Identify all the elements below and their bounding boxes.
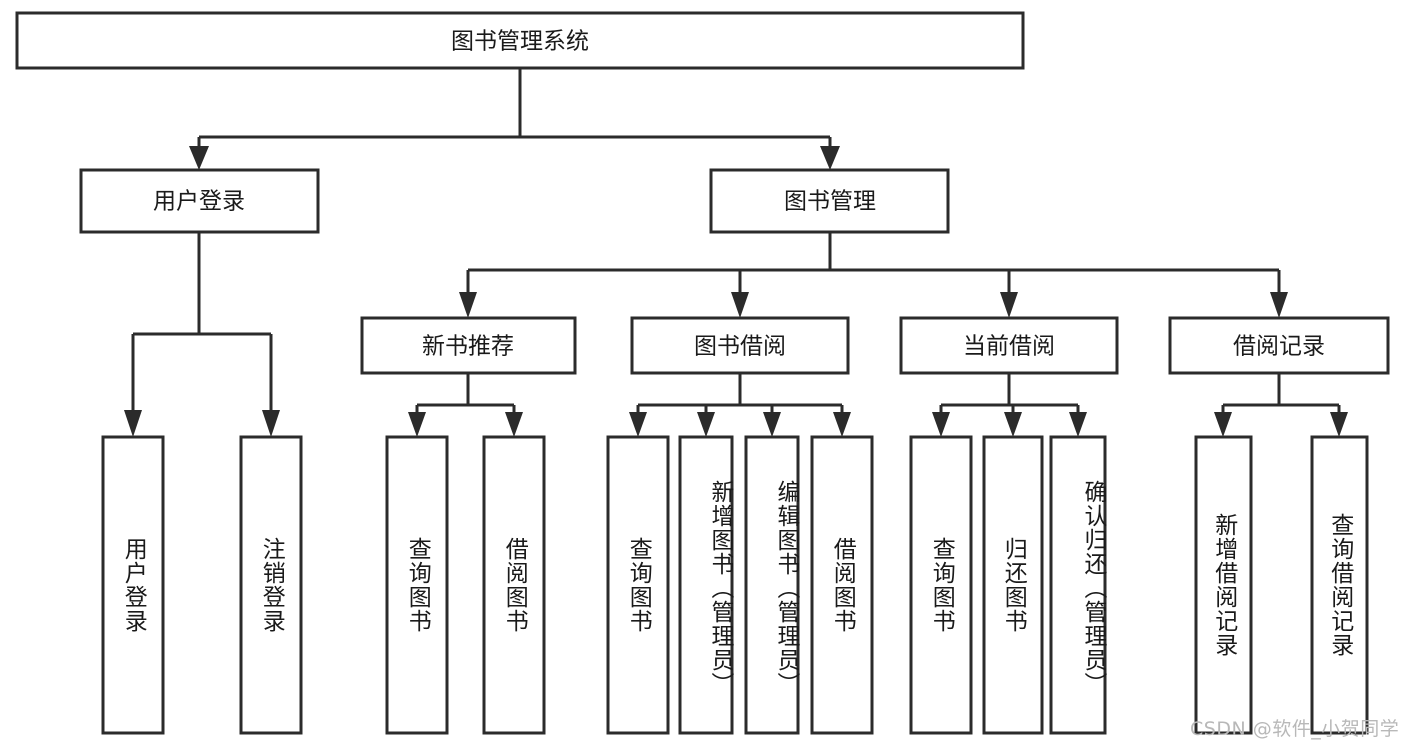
- node-leaf-add-book[interactable]: [678, 435, 734, 735]
- node-layer: 图书管理系统 用户登录 图书管理 新书推荐 图书借阅 当前借阅 借阅记录: [15, 11, 1390, 735]
- arrow-head-current-borrow: [1000, 292, 1018, 318]
- node-book-manage[interactable]: [709, 168, 950, 234]
- node-leaf-borrow-book-1[interactable]: [482, 435, 546, 735]
- arrow-head-leaf-add-record: [1214, 412, 1232, 437]
- node-borrow-record-label: 借阅记录: [1233, 334, 1325, 360]
- node-borrow-record[interactable]: [1168, 316, 1390, 375]
- node-user-login[interactable]: [79, 168, 320, 234]
- node-leaf-query-book-1[interactable]: [385, 435, 449, 735]
- arrow-head-leaf-borrow-book-1: [505, 412, 523, 437]
- node-leaf-edit-book[interactable]: [744, 435, 800, 735]
- arrow-head-leaf-user-login: [124, 410, 142, 437]
- node-leaf-return-book[interactable]: [982, 435, 1044, 735]
- node-leaf-borrow-book-2[interactable]: [810, 435, 874, 735]
- node-leaf-query-book-2[interactable]: [606, 435, 670, 735]
- node-book-manage-label: 图书管理: [784, 189, 876, 215]
- arrow-head-leaf-confirm-return: [1069, 412, 1087, 437]
- csdn-watermark: CSDN @软件_小贺同学: [1190, 718, 1400, 740]
- node-root[interactable]: [15, 11, 1025, 70]
- node-leaf-user-login[interactable]: [101, 435, 165, 735]
- arrow-head-leaf-borrow-book-2: [833, 412, 851, 437]
- node-current-borrow[interactable]: [899, 316, 1119, 375]
- arrow-head-leaf-query-book-2: [629, 412, 647, 437]
- arrow-head-book-borrow: [731, 292, 749, 318]
- arrow-head-book-manage: [820, 146, 840, 170]
- node-current-borrow-label: 当前借阅: [963, 334, 1055, 360]
- node-new-book-recommend-label: 新书推荐: [422, 334, 514, 360]
- arrow-head-leaf-logout: [262, 410, 280, 437]
- arrow-head-leaf-query-record: [1330, 412, 1348, 437]
- arrow-head-borrow-record: [1270, 292, 1288, 318]
- arrow-head-leaf-query-book-1: [408, 412, 426, 437]
- node-new-book-recommend[interactable]: [360, 316, 577, 375]
- node-book-borrow-label: 图书借阅: [694, 334, 786, 360]
- node-leaf-confirm-return[interactable]: [1049, 435, 1107, 735]
- node-user-login-label: 用户登录: [153, 189, 245, 215]
- arrow-head-leaf-return-book: [1004, 412, 1022, 437]
- arrow-head-leaf-add-book: [697, 412, 715, 437]
- node-leaf-query-book-3[interactable]: [909, 435, 973, 735]
- node-root-label: 图书管理系统: [451, 29, 589, 55]
- arrow-head-user-login: [189, 146, 209, 170]
- connector-layer: [124, 68, 1348, 437]
- node-leaf-logout[interactable]: [239, 435, 303, 735]
- arrow-head-new-book-recommend: [459, 292, 477, 318]
- arrow-head-leaf-edit-book: [763, 412, 781, 437]
- node-book-borrow[interactable]: [630, 316, 850, 375]
- node-leaf-query-record[interactable]: [1310, 435, 1369, 735]
- node-leaf-add-record[interactable]: [1194, 435, 1253, 735]
- arrow-head-leaf-query-book-3: [932, 412, 950, 437]
